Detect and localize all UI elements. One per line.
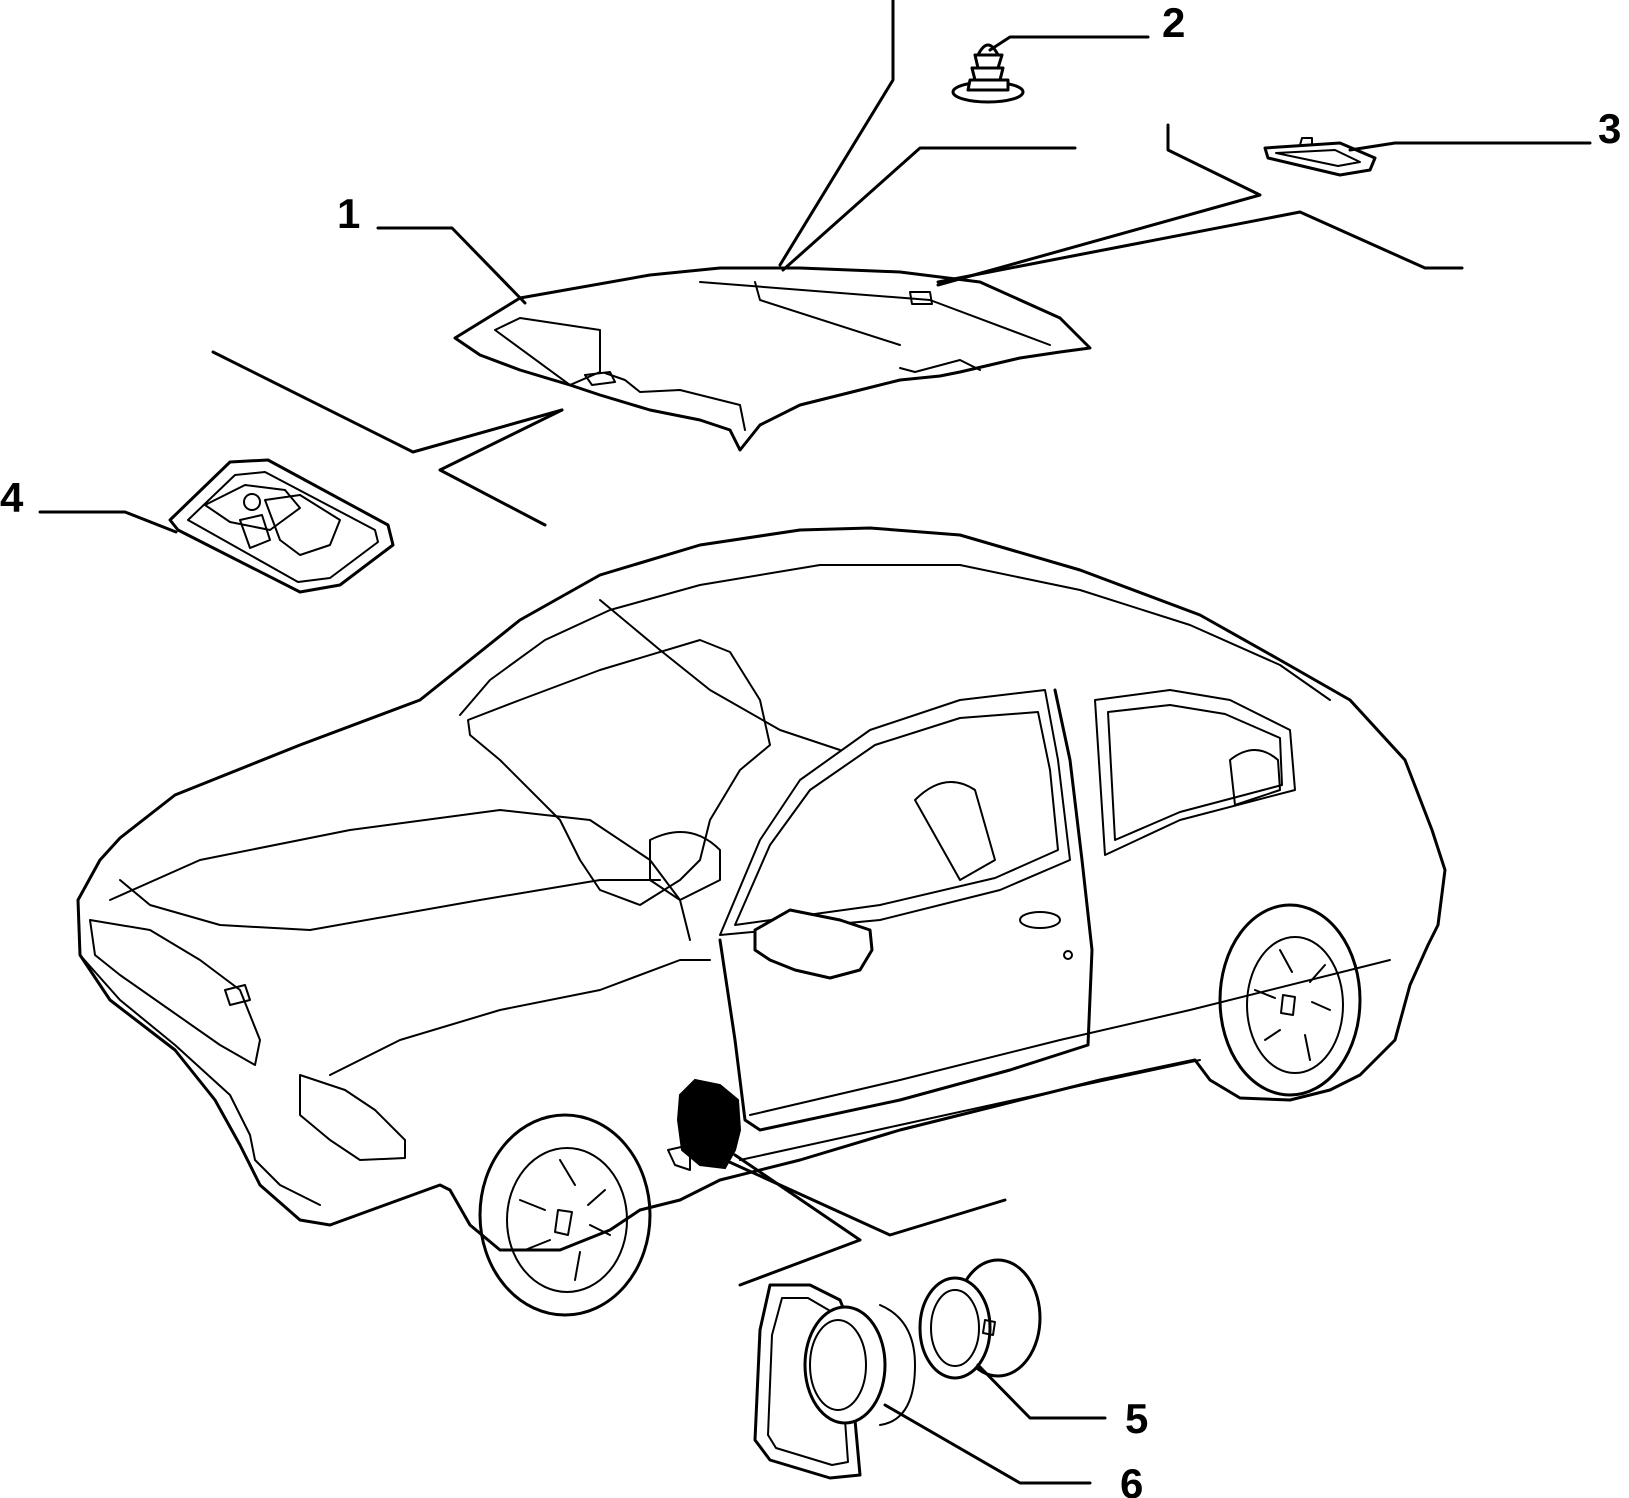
interior-lamp-lens[interactable] <box>1263 137 1377 177</box>
dome-light-unit[interactable] <box>168 458 395 594</box>
callout-3: 3 <box>1598 105 1621 152</box>
car-body <box>76 526 1447 1317</box>
callout-4: 4 <box>0 474 24 521</box>
fuel-filler-seal[interactable] <box>753 1283 916 1480</box>
callout-2: 2 <box>1162 0 1185 46</box>
callout-1: 1 <box>337 190 360 237</box>
leader-lines <box>38 0 1592 1485</box>
callout-6: 6 <box>1120 1460 1143 1498</box>
fuel-filler-ring[interactable] <box>918 1258 1042 1380</box>
fastener-clip[interactable] <box>951 43 1025 104</box>
callout-5: 5 <box>1125 1395 1148 1442</box>
roof-headliner[interactable] <box>453 266 1092 452</box>
